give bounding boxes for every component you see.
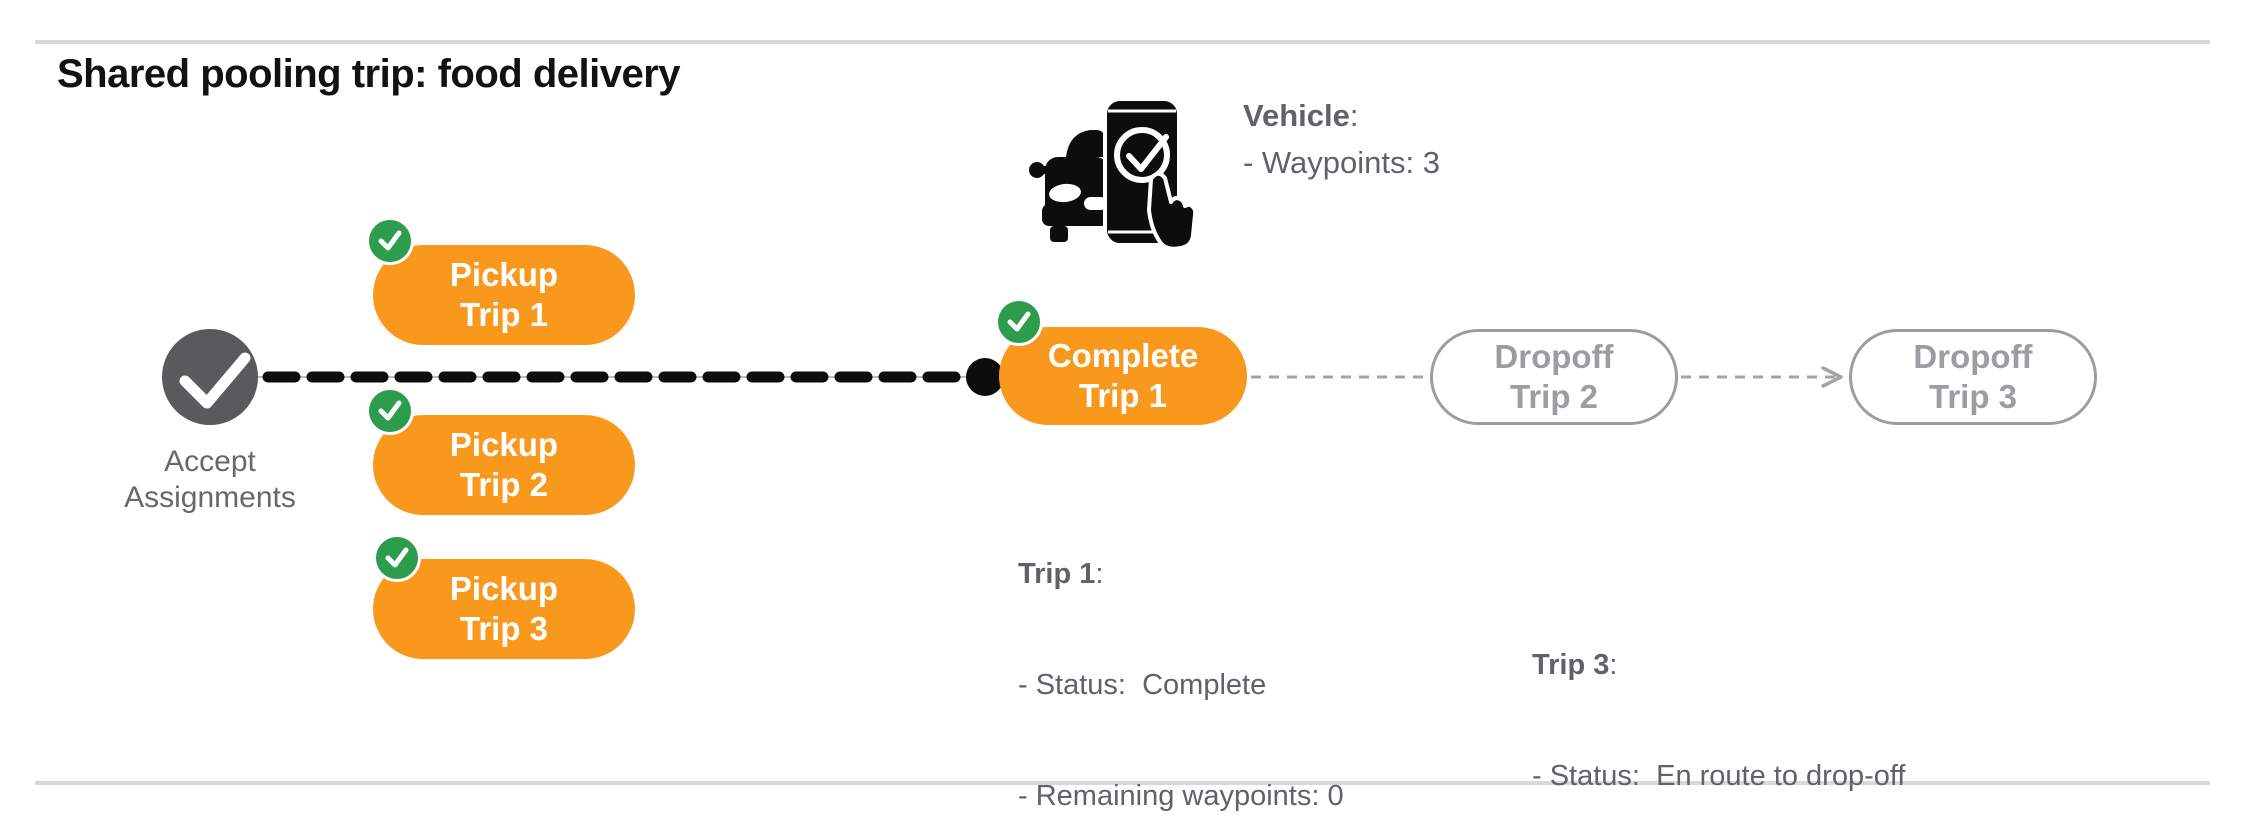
trip-3-header: Trip 3: — [1532, 649, 1618, 681]
top-divider — [35, 40, 2210, 44]
vehicle-waypoints-line: - Waypoints: 3 — [1243, 145, 1440, 180]
dropoff-trip-3-pill: Dropoff Trip 3 — [1849, 329, 2097, 425]
pickup-trip-3-check-badge — [373, 534, 421, 582]
page-title: Shared pooling trip: food delivery — [57, 52, 681, 96]
accept-assignments-node — [162, 329, 258, 425]
trip-1-2-details: Trip 1: - Status: Complete - Remaining w… — [1018, 482, 1391, 825]
check-icon — [378, 400, 402, 421]
pickup-trip-2-pill: Pickup Trip 2 — [373, 415, 635, 515]
complete-trip-1-check-badge — [995, 298, 1043, 346]
pickup-trip-1-check-badge — [366, 217, 414, 265]
trip-1-status: - Status: Complete — [1018, 669, 1267, 701]
pickup-trip-2-check-badge — [366, 387, 414, 435]
pickup-trip-1-pill: Pickup Trip 1 — [373, 245, 635, 345]
vehicle-phone-check-icon — [1029, 97, 1198, 251]
vehicle-info: Vehicle: - Waypoints: 3 — [1243, 92, 1440, 186]
check-icon — [1007, 311, 1031, 332]
trip-1-waypoints: - Remaining waypoints: 0 — [1018, 780, 1344, 812]
complete-trip-1-pill: Complete Trip 1 — [999, 327, 1247, 425]
check-icon — [385, 547, 409, 568]
trip-1-header: Trip 1: — [1018, 558, 1104, 590]
check-icon — [179, 352, 251, 409]
trip-3-details: Trip 3: - Status: En route to drop-off -… — [1532, 573, 1905, 825]
bottom-divider — [35, 781, 2210, 785]
accept-assignments-label: Accept Assignments — [124, 445, 296, 514]
dropoff-trip-2-pill: Dropoff Trip 2 — [1430, 329, 1678, 425]
check-icon — [378, 230, 402, 251]
arrowhead-icon — [1821, 366, 1843, 388]
trip-3-status: - Status: En route to drop-off — [1532, 760, 1906, 792]
vehicle-info-header: Vehicle: — [1243, 98, 1359, 133]
pickup-trip-3-pill: Pickup Trip 3 — [373, 559, 635, 659]
